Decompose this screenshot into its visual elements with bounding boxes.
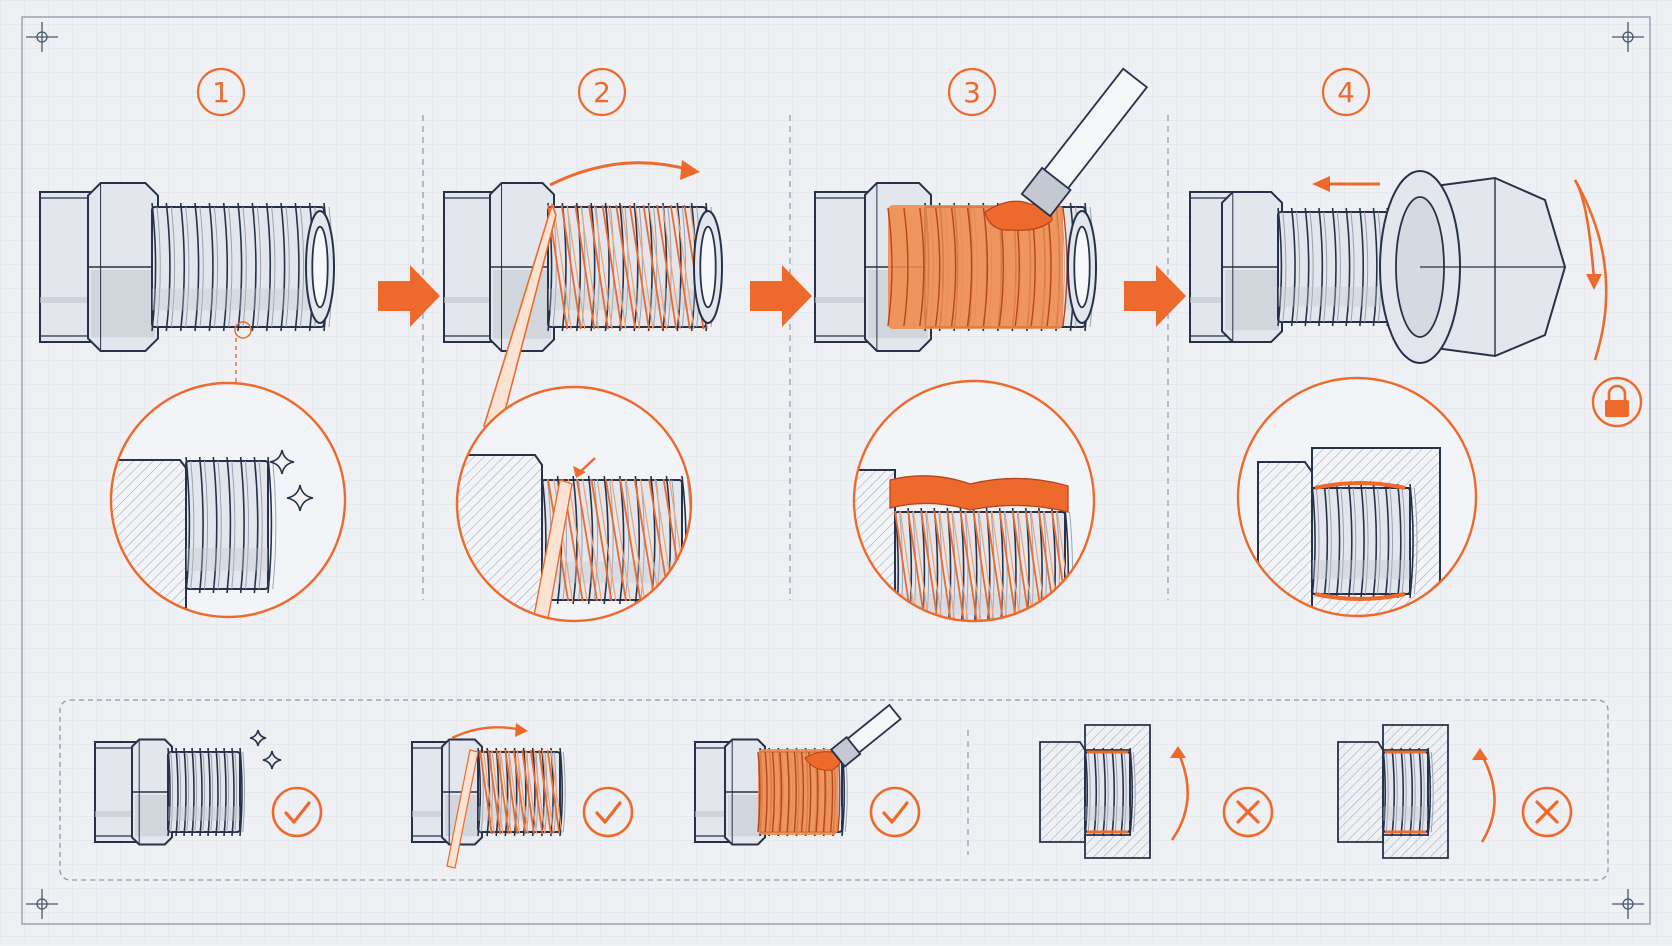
engaged-threads [1311, 483, 1418, 599]
clean-threads [185, 456, 277, 594]
step-badge-2: 2 [577, 67, 627, 117]
arrowhead [680, 160, 700, 180]
step4-fitting [1189, 170, 1643, 428]
check-icon [582, 786, 634, 838]
summary-item-undertighten-fitting [1337, 724, 1573, 859]
progress-arrows [378, 265, 1186, 327]
detail-circle-border [852, 379, 1096, 623]
step-number: 4 [1337, 76, 1355, 109]
outer-frame [21, 16, 1651, 925]
step-badge-1: 1 [196, 67, 246, 117]
arrowhead [1586, 274, 1602, 290]
cross-icon [1222, 786, 1274, 838]
detail-content [854, 381, 1094, 621]
hex-nut [131, 738, 173, 846]
step-number: 2 [593, 76, 611, 109]
tighten-arrow-icon [1573, 179, 1608, 361]
nut-section [1039, 741, 1086, 843]
ptfe-tape-strip [446, 749, 479, 869]
step-number: 3 [963, 76, 981, 109]
arrow-right-icon [750, 265, 812, 327]
step-badge-3: 3 [947, 67, 997, 117]
turn-arrow-icon [1170, 751, 1189, 841]
step1-fitting [39, 182, 335, 412]
brush-icon [829, 703, 902, 768]
corner-marks [26, 22, 1644, 919]
pipe-opening [305, 210, 335, 324]
detail-marker [234, 321, 252, 339]
step2-fitting [443, 160, 723, 431]
hex-nut [724, 738, 766, 846]
cross-icon [1521, 786, 1573, 838]
sparkle-icon [269, 449, 295, 475]
arrow-right-icon [378, 265, 440, 327]
hex-nut [1221, 191, 1283, 343]
lock-icon [1591, 376, 1643, 428]
step3-fitting [814, 67, 1149, 352]
rotate-arrow-icon [549, 161, 691, 187]
threaded-section [151, 202, 333, 332]
ptfe-tape-wraps [479, 749, 563, 835]
pipe-opening [1067, 210, 1097, 324]
arrow-right-icon [1124, 265, 1186, 327]
sparkle-icon [286, 484, 314, 512]
summary-row [94, 703, 1573, 869]
turn-arrow-icon [1478, 751, 1496, 843]
step-badge-4: 4 [1321, 67, 1371, 117]
summary-item-apply-pipe-dope [694, 703, 921, 846]
detail-circle-border [455, 385, 693, 623]
sparkle-icon [262, 750, 282, 770]
engaged-threads [1382, 747, 1434, 837]
threaded-section [167, 747, 246, 837]
detail-content [1238, 378, 1476, 616]
sealant-bottom [1314, 592, 1406, 601]
rotate-arrow-icon [451, 726, 523, 740]
nut-section [1337, 741, 1384, 843]
summary-panel [59, 699, 1609, 881]
arrowhead [1312, 176, 1330, 192]
brush-icon [1020, 67, 1149, 218]
dope-blob [984, 200, 1053, 231]
step-dividers [422, 115, 1169, 600]
sealant-top [1314, 481, 1406, 490]
female-fitting [1379, 170, 1567, 364]
step-number: 1 [212, 76, 230, 109]
step4-detail-circle [1236, 376, 1478, 618]
sparkle-icon [249, 729, 267, 747]
summary-item-wrap-ptfe-tape [411, 723, 634, 869]
step3-detail-circle [852, 379, 1096, 623]
pipe-opening [693, 210, 723, 324]
pipe-dope-coating [887, 205, 1068, 329]
threaded-section [547, 202, 715, 332]
detail-circle-border [1236, 376, 1478, 618]
hex-nut [87, 182, 159, 352]
summary-item-clean-threads [94, 729, 323, 846]
ptfe-tape-strip [531, 479, 573, 621]
check-icon [271, 786, 323, 838]
detail-circle-border [109, 381, 347, 619]
summary-item-overtighten-fitting [1039, 724, 1274, 859]
check-icon [869, 786, 921, 838]
engaged-threads [1084, 747, 1136, 837]
dope-layer [889, 475, 1069, 513]
